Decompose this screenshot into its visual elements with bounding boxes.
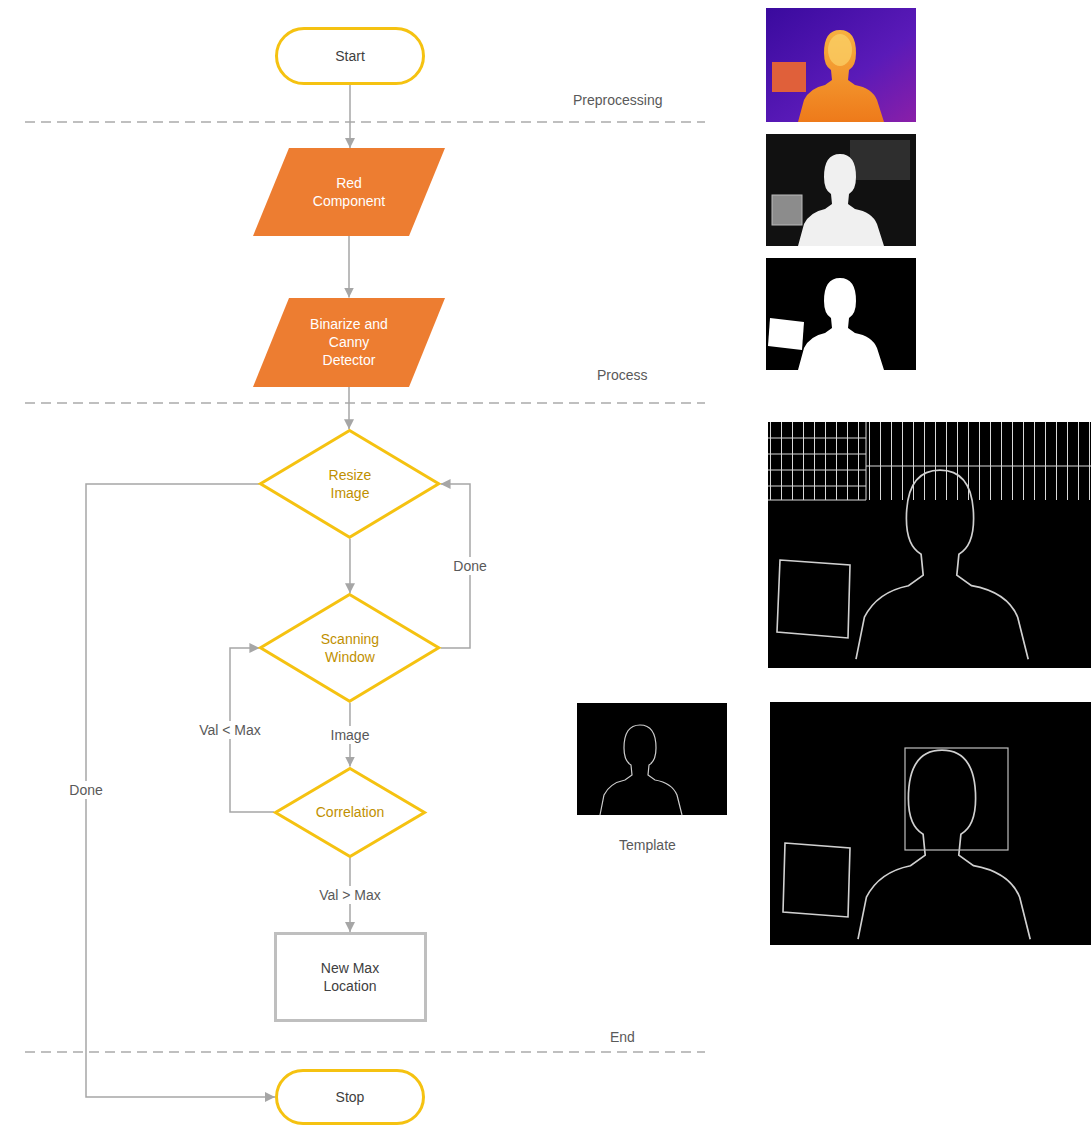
section-label: Process	[597, 367, 648, 383]
diamond-shape	[276, 768, 425, 856]
diamond-shape	[261, 595, 439, 702]
decision-diamond: Scanning Window	[259, 593, 440, 703]
node-text: Binarize and Canny Detector	[303, 315, 395, 370]
detection-image	[770, 702, 1091, 945]
diamond-outline	[259, 429, 440, 539]
section-divider	[25, 1051, 705, 1053]
node-text: Red Component	[304, 174, 394, 210]
parallelogram-outline	[253, 148, 445, 236]
flow-arrow	[86, 484, 275, 1097]
section-divider	[25, 121, 705, 123]
image-caption: Template	[619, 837, 676, 853]
decision-diamond: Resize Image	[259, 429, 440, 539]
edge-image-scanning	[768, 422, 1091, 668]
edge-label: Val > Max	[316, 886, 384, 904]
edge-label: Image	[328, 726, 373, 744]
edge-label: Done	[450, 557, 489, 575]
grayscale-image	[766, 134, 916, 246]
io-parallelogram: Red Component	[253, 148, 445, 236]
section-label: Preprocessing	[573, 92, 663, 108]
diamond-shape	[261, 431, 439, 538]
section-divider	[25, 402, 705, 404]
node-text: Resize Image	[312, 466, 388, 502]
edge-label: Done	[66, 781, 105, 799]
node-text: Scanning Window	[312, 630, 388, 666]
diamond-outline	[259, 593, 440, 703]
node-text: Start	[335, 47, 365, 65]
node-text: Stop	[336, 1088, 365, 1106]
template-image	[577, 703, 727, 815]
edge-label: Val < Max	[196, 721, 264, 739]
terminator-pill: Start	[275, 27, 425, 85]
flow-arrow	[348, 387, 350, 430]
flow-arrow	[349, 85, 351, 148]
thermal-image	[766, 8, 916, 122]
flow-arrow	[349, 539, 351, 593]
parallelogram-shape	[253, 298, 445, 387]
process-box: New Max Location	[274, 932, 427, 1022]
parallelogram-shape	[253, 148, 445, 236]
node-text: New Max Location	[300, 959, 400, 995]
flow-arrow	[348, 236, 350, 298]
section-label: End	[610, 1029, 635, 1045]
terminator-pill: Stop	[275, 1069, 425, 1125]
decision-diamond: Correlation	[274, 767, 426, 858]
match-box	[905, 748, 1008, 850]
io-parallelogram: Binarize and Canny Detector	[253, 298, 445, 387]
binary-image	[766, 258, 916, 370]
node-text: Correlation	[316, 803, 384, 821]
